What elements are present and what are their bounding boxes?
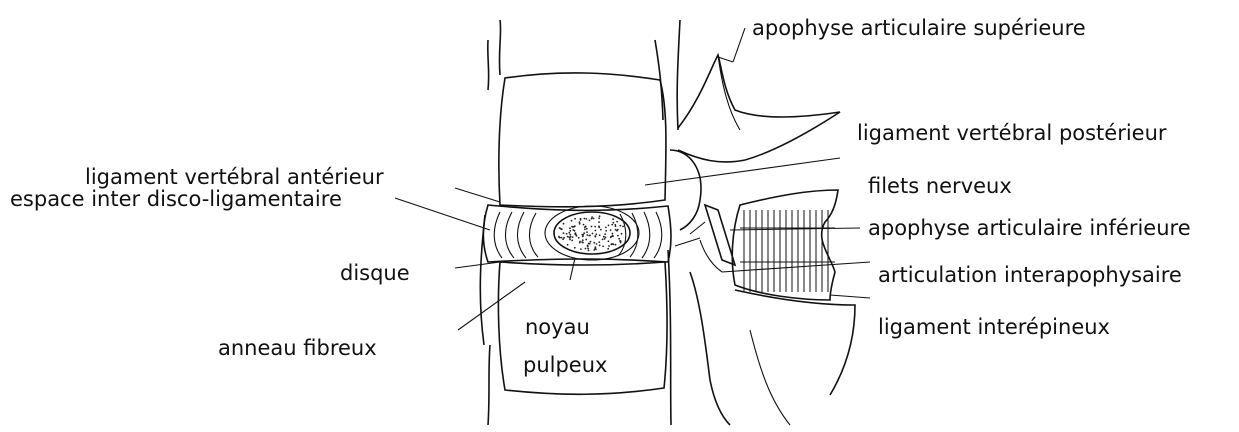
label-ligament-posterieur: ligament vertébral postérieur [857,121,1167,145]
label-anneau-fibreux: anneau fibreux [218,336,377,360]
upper-vertebral-body [499,73,666,207]
label-apophyse-superieure: apophyse articulaire supérieure [752,16,1086,40]
label-espace-inter-disco: espace inter disco-ligamentaire [10,187,342,211]
interspinous-ligament-hatching [740,210,835,292]
label-apophyse-inferieure: apophyse articulaire inférieure [868,216,1191,240]
label-disque: disque [340,261,410,285]
nucleus-pulposus [545,206,639,260]
label-articulation-interapophysaire: articulation interapophysaire [878,263,1182,287]
label-filets-nerveux: filets nerveux [868,174,1012,198]
label-ligament-anterieur: ligament vertébral antérieur [85,165,384,189]
label-pulpeux: pulpeux [523,353,607,377]
posterior-elements [670,55,855,425]
leader-lines [395,28,870,330]
label-noyau: noyau [525,315,590,339]
label-ligament-interepineux: ligament interépineux [878,315,1110,339]
